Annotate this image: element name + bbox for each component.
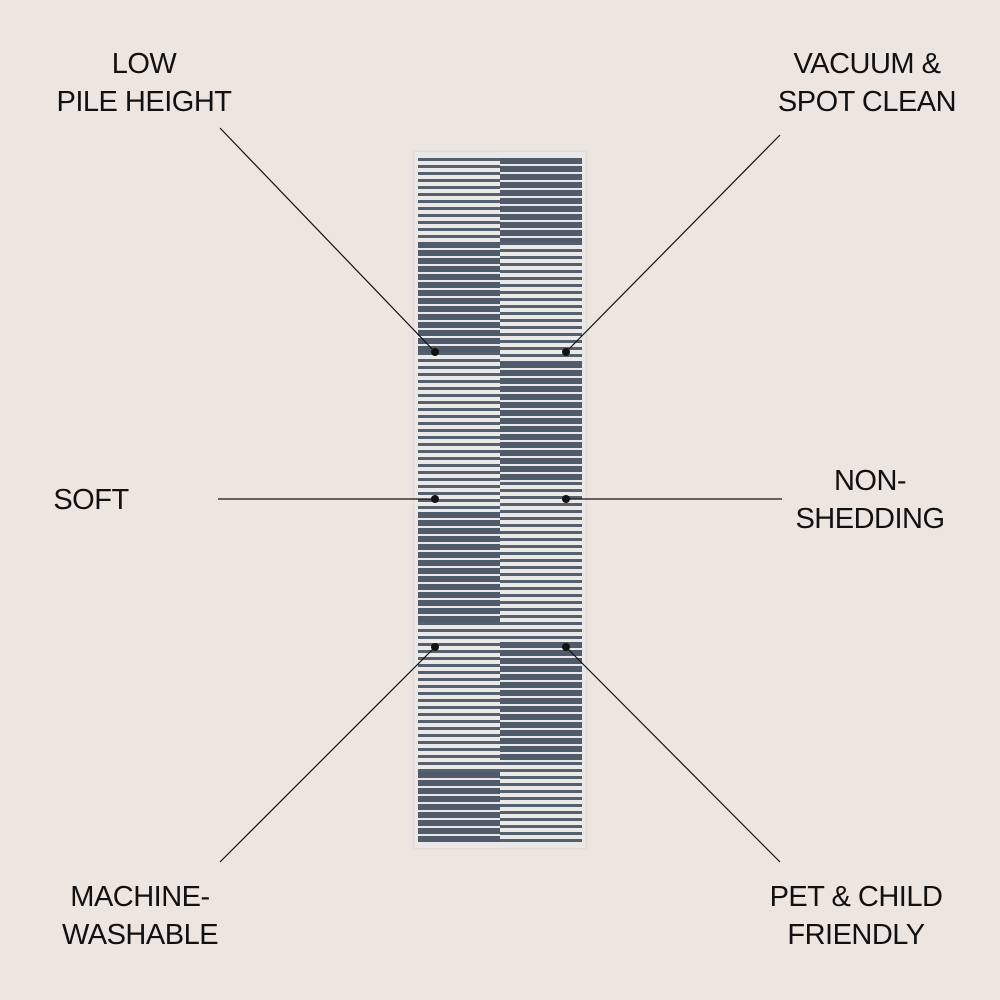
- label-vacuum-spot-clean: VACUUM & SPOT CLEAN: [762, 45, 972, 121]
- label-line: PILE HEIGHT: [56, 86, 233, 118]
- label-machine-washable: MACHINE- WASHABLE: [40, 878, 240, 954]
- callout-line-pet-child: [565, 646, 781, 863]
- label-line: SOFT: [53, 484, 129, 516]
- dot-marker: [562, 643, 570, 651]
- rug-stripe-block: [418, 512, 500, 622]
- label-line: FRIENDLY: [787, 919, 925, 951]
- label-line: WASHABLE: [61, 919, 219, 951]
- rug-stripe-block: [418, 242, 500, 352]
- label-soft: SOFT: [40, 481, 142, 519]
- dot-marker: [431, 643, 439, 651]
- dot-marker: [562, 495, 570, 503]
- rug-stripe-block: [500, 158, 582, 242]
- callout-line-machine-washable: [219, 646, 436, 863]
- rug-stripe-block: [418, 158, 500, 242]
- label-non-shedding: NON- SHEDDING: [775, 462, 965, 538]
- label-line: SHEDDING: [795, 503, 945, 535]
- rug-stripe-block: [500, 642, 582, 762]
- rug-stripe-block: [500, 362, 582, 482]
- dot-marker: [431, 495, 439, 503]
- rug-stripe-block: [500, 242, 582, 362]
- rug-stripe-block: [418, 352, 500, 512]
- rug-stripe-block: [418, 772, 500, 842]
- label-line: SPOT CLEAN: [777, 86, 957, 118]
- label-pet-child-friendly: PET & CHILD FRIENDLY: [750, 878, 962, 954]
- label-low-pile-height: LOW PILE HEIGHT: [40, 45, 248, 121]
- rug-left-half: [418, 158, 500, 842]
- rug-image: [414, 152, 586, 848]
- label-line: PET & CHILD: [769, 881, 943, 913]
- callout-line-vacuum: [565, 134, 781, 353]
- rug-right-half: [500, 158, 582, 842]
- dot-marker: [431, 348, 439, 356]
- rug-stripe-block: [500, 762, 582, 842]
- dot-marker: [562, 348, 570, 356]
- label-line: LOW: [111, 48, 177, 80]
- label-line: NON-: [833, 465, 907, 497]
- label-line: VACUUM &: [793, 48, 941, 80]
- callout-line-low-pile: [219, 127, 436, 353]
- label-line: MACHINE-: [70, 881, 210, 913]
- rug-stripe-block: [500, 482, 582, 642]
